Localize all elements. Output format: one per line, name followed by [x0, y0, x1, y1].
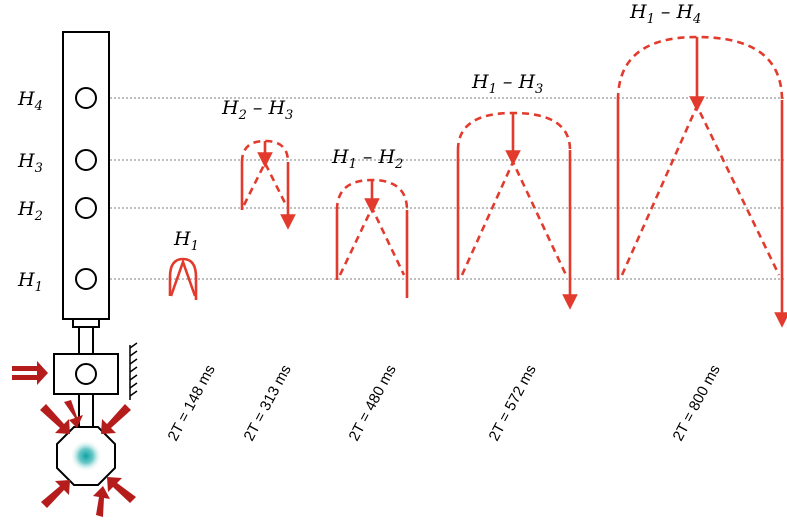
photodetector — [129, 342, 138, 400]
cooling-beam-arrow — [101, 404, 131, 434]
detection-window — [75, 363, 97, 385]
fountain-label-h1-h2: H1 – H2 — [331, 146, 403, 172]
atom-cloud — [70, 440, 102, 472]
cooling-beam-arrow — [64, 400, 83, 428]
connector-neck — [78, 326, 94, 355]
trajectory-h1-h3 — [456, 111, 578, 310]
trajectory-h1 — [168, 257, 198, 300]
connector-upper — [72, 318, 100, 328]
trajectory-h2-h3 — [240, 139, 296, 230]
cooling-beam-arrow — [40, 404, 70, 434]
probe-laser-arrow — [12, 361, 48, 385]
level-label-h3: H3 — [17, 150, 43, 176]
fountain-label-h1-h3: H1 – H3 — [471, 71, 543, 97]
fountain-apparatus — [53, 31, 119, 486]
cavity-h4 — [75, 87, 97, 109]
cooling-beam-arrow — [41, 480, 70, 508]
flight-time-480: 2T = 480 ms — [346, 362, 400, 444]
cooling-beam-arrow — [107, 477, 136, 503]
fountain-label-h1: H1 — [173, 228, 199, 254]
level-label-h1: H1 — [17, 269, 43, 295]
cavity-h3 — [75, 149, 97, 171]
fountain-label-h1-h4: H1 – H4 — [629, 1, 701, 27]
connector-lower — [78, 393, 94, 428]
flight-time-313: 2T = 313 ms — [241, 362, 295, 444]
trajectory-h1-h2 — [335, 178, 409, 298]
trajectory-h1-h4 — [616, 35, 787, 328]
cooling-beam-arrow — [93, 486, 110, 517]
level-label-h4: H4 — [17, 88, 43, 114]
flight-time-800: 2T = 800 ms — [670, 362, 724, 444]
fountain-label-h2-h3: H2 – H3 — [221, 97, 293, 123]
cavity-h1 — [75, 268, 97, 290]
laser-arrows — [12, 361, 136, 517]
cavity-h2 — [75, 197, 97, 219]
flight-time-148: 2T = 148 ms — [165, 362, 219, 444]
level-label-h2: H2 — [17, 198, 43, 224]
flight-time-572: 2T = 572 ms — [486, 362, 540, 444]
